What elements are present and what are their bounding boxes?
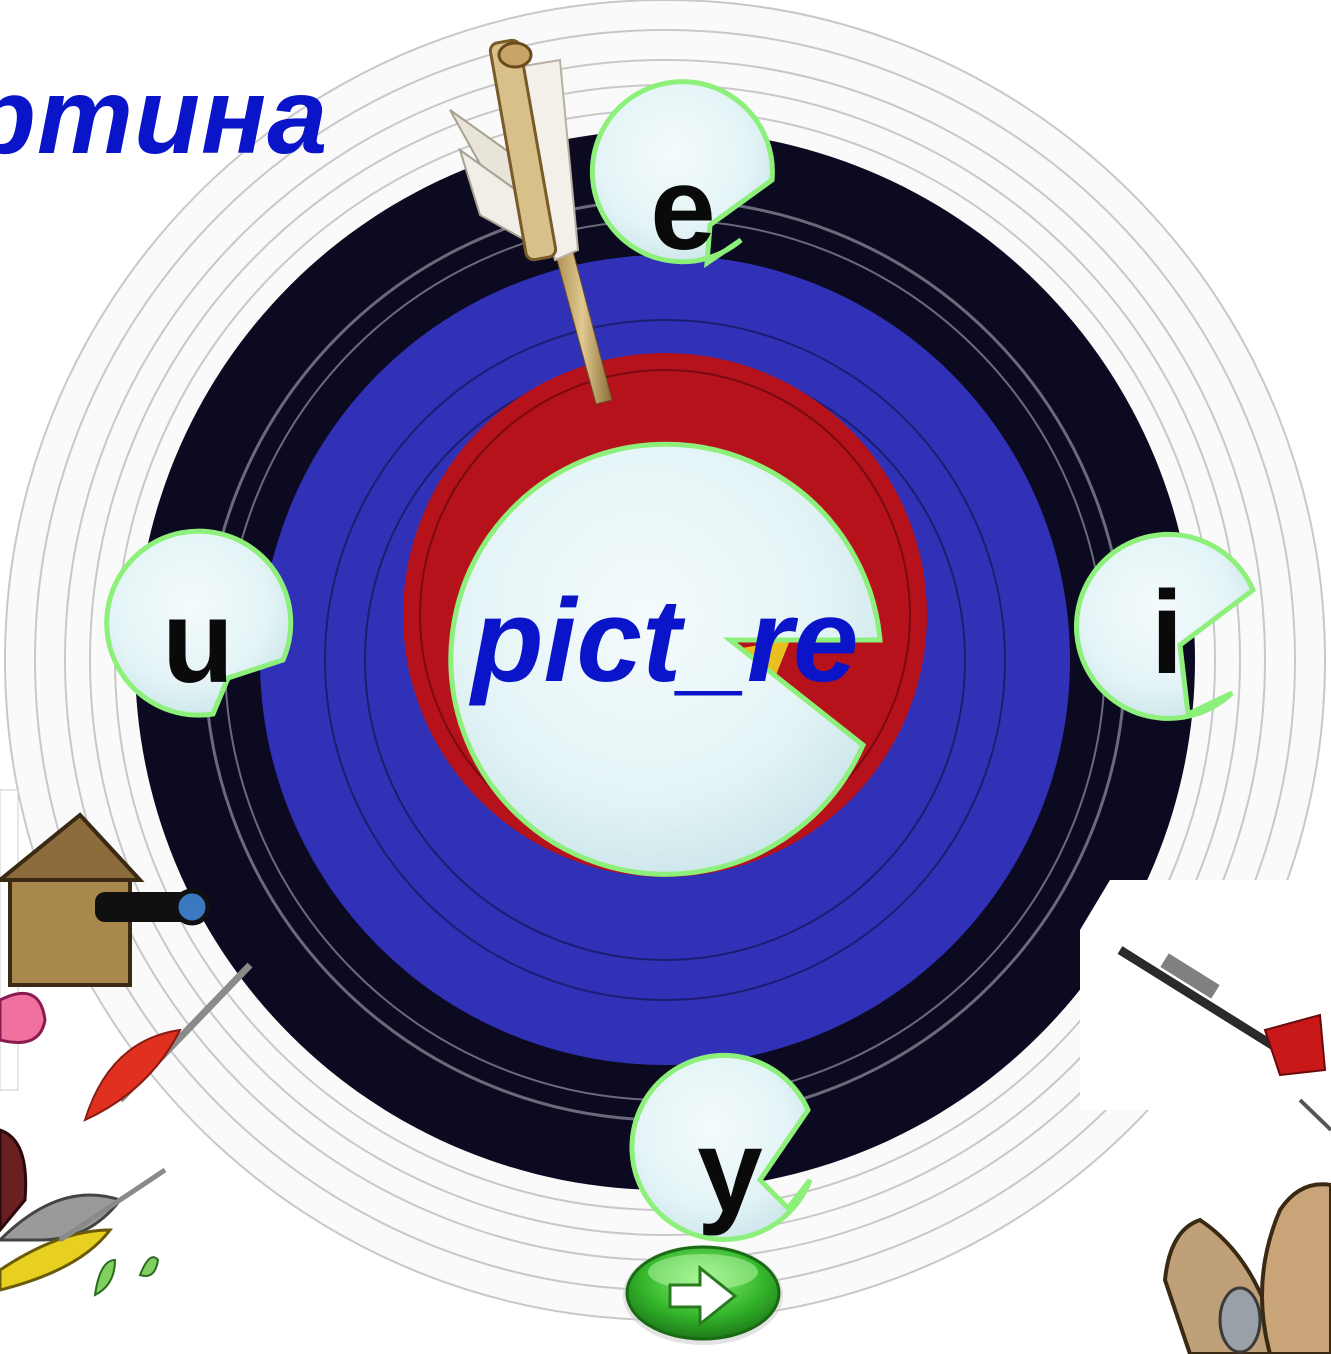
- dart-icon: [83, 962, 253, 1122]
- title-word: ртина: [0, 55, 329, 176]
- letter-bubble-i[interactable]: [1074, 531, 1257, 721]
- dart-right-icon: [1117, 946, 1327, 1077]
- word-bubble: [448, 441, 883, 877]
- letter-bubble-u[interactable]: [104, 528, 294, 718]
- next-arrow-icon: [668, 1264, 738, 1328]
- arrow-in-target-icon: [449, 38, 613, 405]
- letter-option-y[interactable]: y: [697, 1105, 763, 1237]
- letter-bubble-y[interactable]: [629, 1052, 813, 1242]
- letter-option-u[interactable]: u: [161, 576, 235, 708]
- letter-option-e[interactable]: e: [650, 143, 716, 275]
- next-button[interactable]: [623, 1245, 783, 1345]
- letter-bubble-e[interactable]: [589, 79, 775, 268]
- birdhouse-icon: [0, 789, 211, 1297]
- cartoon-foot-icon: [1162, 1098, 1331, 1354]
- letter-option-i[interactable]: i: [1150, 567, 1184, 699]
- target-word: pict_re: [471, 575, 859, 707]
